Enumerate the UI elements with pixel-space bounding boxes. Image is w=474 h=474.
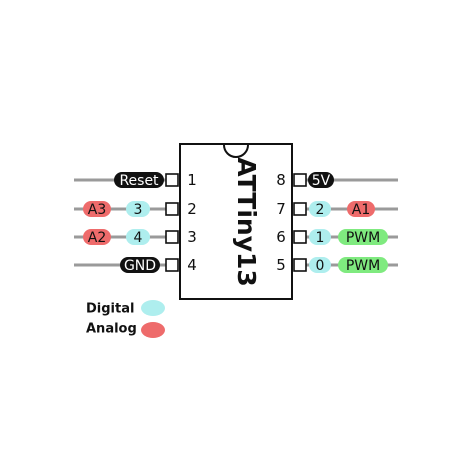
pin-number-5: 5	[276, 256, 286, 274]
pin-label-text: PWM	[346, 230, 380, 246]
pin-pads	[165, 173, 307, 272]
pin-number-3: 3	[187, 228, 197, 246]
pin-pad-2	[165, 202, 179, 216]
pin-number-2: 2	[187, 200, 197, 218]
chip-body	[179, 143, 293, 300]
legend-swatch-digital	[141, 300, 165, 316]
legend-label-digital: Digital	[86, 302, 134, 317]
pin-label-a1: A1	[347, 201, 375, 218]
legend-label-analog: Analog	[86, 322, 137, 337]
pin-label-gnd: GND	[120, 257, 160, 274]
pin-label-text: 4	[134, 230, 143, 246]
pin-label-pwm-5: PWM	[338, 257, 388, 274]
pin-number-1: 1	[187, 171, 197, 189]
pin-label-text: 3	[134, 202, 143, 218]
pin-pad-4	[165, 258, 179, 272]
pin-pad-5	[293, 258, 307, 272]
pin-labels: Reset A3 3 A2 4 GND 5V	[83, 172, 388, 274]
pin-label-digital-0: 0	[309, 257, 331, 274]
pin-label-text: Reset	[119, 173, 159, 189]
pin-label-digital-1: 1	[309, 229, 331, 246]
pin-label-a2: A2	[83, 229, 111, 246]
pin-number-6: 6	[276, 228, 286, 246]
pin-label-digital-3: 3	[126, 201, 150, 218]
pin-number-4: 4	[187, 256, 197, 274]
pin-pad-8	[293, 173, 307, 187]
chip: ATTiny13	[179, 143, 293, 300]
pin-number-8: 8	[276, 171, 286, 189]
pin-pad-6	[293, 230, 307, 244]
pin-pad-1	[165, 173, 179, 187]
pin-label-reset: Reset	[114, 172, 164, 189]
chip-notch	[223, 144, 249, 158]
pin-label-digital-2: 2	[309, 201, 331, 218]
pin-pad-3	[165, 230, 179, 244]
pin-number-7: 7	[276, 200, 286, 218]
pin-label-text: 0	[316, 258, 325, 274]
pin-pad-7	[293, 202, 307, 216]
legend-swatch-analog	[141, 322, 165, 338]
chip-name: ATTiny13	[232, 157, 261, 287]
pin-label-text: A1	[352, 202, 370, 218]
pin-label-text: 5V	[312, 173, 331, 189]
pin-label-text: GND	[124, 258, 156, 274]
pin-label-text: PWM	[346, 258, 380, 274]
pin-label-text: 1	[316, 230, 325, 246]
pin-label-text: A2	[88, 230, 106, 246]
pin-label-a3: A3	[83, 201, 111, 218]
legend: Digital Analog	[86, 300, 165, 338]
pin-label-pwm-6: PWM	[338, 229, 388, 246]
pin-label-digital-4: 4	[126, 229, 150, 246]
pin-label-text: A3	[88, 202, 106, 218]
pin-numbers: 1 2 3 4 8 7 6 5	[187, 171, 286, 274]
pin-label-text: 2	[316, 202, 325, 218]
pin-label-5v: 5V	[308, 172, 334, 189]
